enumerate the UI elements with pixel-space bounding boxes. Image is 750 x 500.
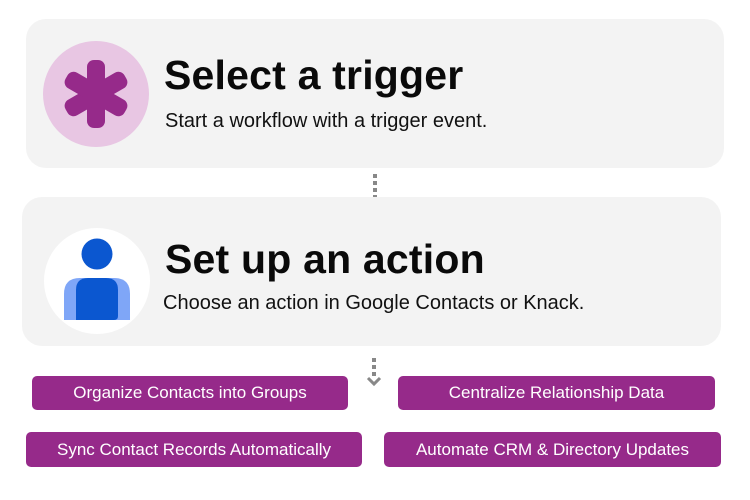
trigger-step-title: Select a trigger <box>164 52 464 98</box>
person-icon <box>64 238 130 320</box>
trigger-step-subtitle: Start a workflow with a trigger event. <box>165 110 488 132</box>
use-case-organize-contacts[interactable]: Organize Contacts into Groups <box>32 376 348 410</box>
use-case-centralize-data[interactable]: Centralize Relationship Data <box>398 376 715 410</box>
dotted-arrow-down-icon <box>366 358 382 387</box>
asterisk-icon <box>64 60 128 128</box>
trigger-icon-badge <box>43 41 149 147</box>
action-step-subtitle: Choose an action in Google Contacts or K… <box>163 292 585 314</box>
use-case-automate-crm[interactable]: Automate CRM & Directory Updates <box>384 432 721 467</box>
use-case-sync-records[interactable]: Sync Contact Records Automatically <box>26 432 362 467</box>
action-step-title: Set up an action <box>165 236 485 282</box>
action-icon-badge <box>44 228 150 334</box>
